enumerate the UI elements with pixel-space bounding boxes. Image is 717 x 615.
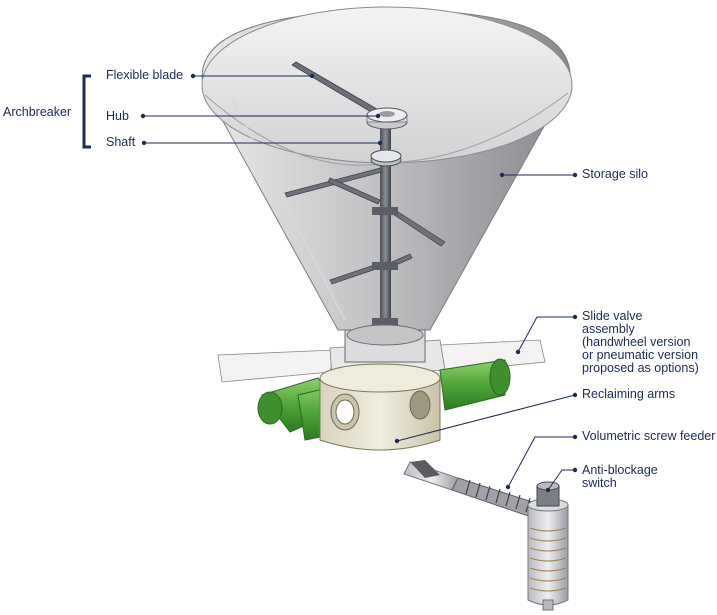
flexible-blade-label: Flexible blade [106,68,184,82]
slide-valve-line-4: or pneumatic version [582,348,699,362]
slide-valve-label: Slide valve assembly (handwheel version … [582,310,699,375]
anti-blockage-line-2: switch [582,476,617,490]
shaft [380,118,391,350]
reclaiming-arms-label: Reclaiming arms [582,387,676,401]
volumetric-screw-feeder [403,460,546,521]
slide-valve-line-3: (handwheel version [582,335,691,349]
archbreaker-bracket [82,74,91,149]
hub [366,107,408,130]
hub-label: Hub [106,109,129,123]
archbreaker-label: Archbreaker [3,105,72,119]
slide-valve-assembly [217,324,546,383]
shaft-label: Shaft [106,135,136,149]
anti-blockage-switch [536,481,560,507]
slide-valve-line-5: proposed as options) [582,361,699,375]
reclaiming-arms-housing [319,363,441,451]
anti-blockage-line-1: Anti-blockage [582,463,658,477]
screw-feeder-label: Volumetric screw feeder [582,429,716,443]
slide-valve-line-2: assembly [582,322,635,336]
storage-silo-label: Storage silo [582,167,649,181]
leader-lines [140,73,578,493]
archbreaker [284,61,446,350]
outlet-tube [527,498,569,611]
slide-valve-line-1: Slide valve [582,309,643,323]
anti-blockage-label: Anti-blockage switch [582,464,658,490]
